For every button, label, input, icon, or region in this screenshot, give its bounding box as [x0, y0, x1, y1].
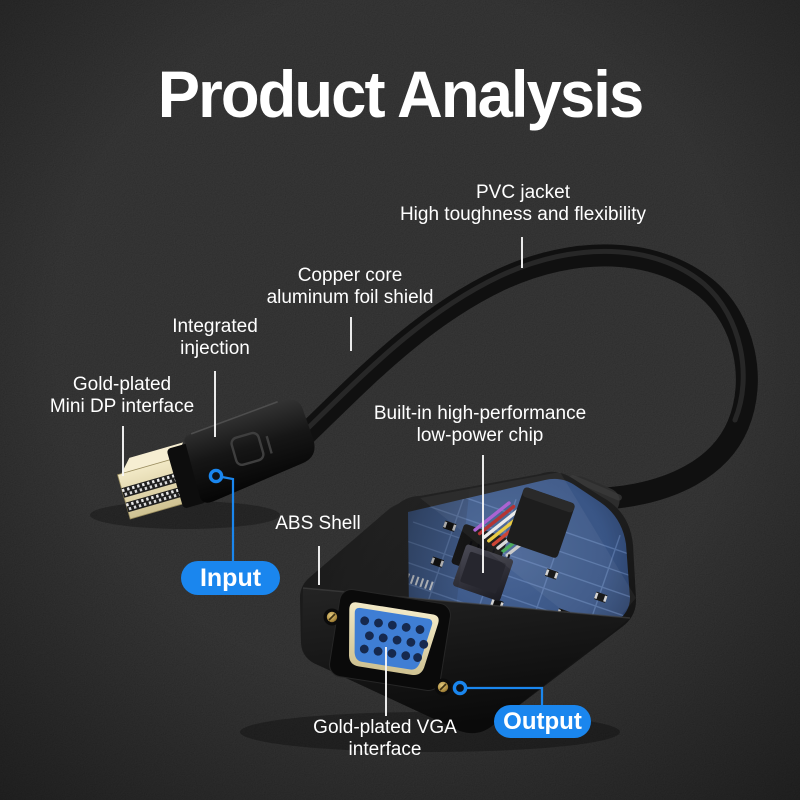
label-vga-line2: interface: [348, 738, 422, 760]
label-chip: Built-in high-performance low-power chip: [374, 403, 586, 446]
input-badge: Input: [181, 561, 280, 595]
label-vga-line1: Gold-plated VGA: [313, 717, 457, 738]
label-copper-core-line2: aluminum foil shield: [266, 286, 434, 308]
glare: [420, 472, 636, 640]
body-top-highlight: [190, 401, 278, 435]
output-callout: [452, 680, 544, 705]
injection-callout-line: [214, 371, 216, 437]
label-mini-dp-line2: Mini DP interface: [49, 395, 195, 417]
chip-callout-line: [482, 455, 484, 573]
logo-emboss-icon: [230, 431, 273, 467]
adapter-body: [300, 471, 637, 734]
label-chip-line1: Built-in high-performance: [373, 403, 587, 424]
label-copper-core-line1: Copper core: [297, 265, 403, 286]
abs-callout-line: [318, 546, 320, 585]
input-callout-line: [221, 475, 235, 561]
label-vga: Gold-plated VGA interface: [313, 717, 457, 760]
connector-collar: [167, 443, 206, 508]
label-pvc-jacket-line2: High toughness and flexibility: [399, 203, 647, 225]
label-copper-core: Copper core aluminum foil shield: [267, 265, 434, 308]
screw-right: [434, 678, 452, 696]
label-mini-dp-line1: Gold-plated: [72, 374, 172, 395]
label-integrated-injection-line1: Integrated: [172, 316, 258, 337]
output-callout-line: [466, 686, 544, 705]
label-integrated-injection: Integrated injection: [172, 316, 258, 359]
label-mini-dp: Gold-plated Mini DP interface: [50, 374, 194, 417]
screw-left: [323, 608, 341, 626]
vga-callout-line: [385, 647, 387, 716]
pvc-callout-line: [521, 237, 523, 268]
mini-dp-callout-line: [122, 426, 124, 476]
input-marker-ring-icon: [208, 468, 224, 484]
output-marker-ring-icon: [452, 680, 468, 696]
label-pvc-jacket: PVC jacket High toughness and flexibilit…: [400, 182, 646, 225]
page-title: Product Analysis: [157, 57, 644, 131]
input-callout: [208, 468, 235, 561]
copper-callout-line: [350, 317, 352, 351]
cable-crimp: [506, 487, 575, 558]
cable-core: [294, 244, 758, 511]
label-pvc-jacket-line1: PVC jacket: [476, 182, 570, 203]
vga-holes: [359, 616, 429, 662]
label-abs-shell: ABS Shell: [275, 513, 361, 535]
vga-port: [329, 589, 451, 691]
label-abs-shell-line1: ABS Shell: [275, 513, 361, 534]
output-badge: Output: [494, 705, 591, 738]
cable-highlight: [302, 248, 746, 434]
gold-tip: [117, 442, 189, 520]
label-chip-line2: low-power chip: [416, 424, 544, 446]
label-integrated-injection-line2: injection: [180, 337, 250, 359]
